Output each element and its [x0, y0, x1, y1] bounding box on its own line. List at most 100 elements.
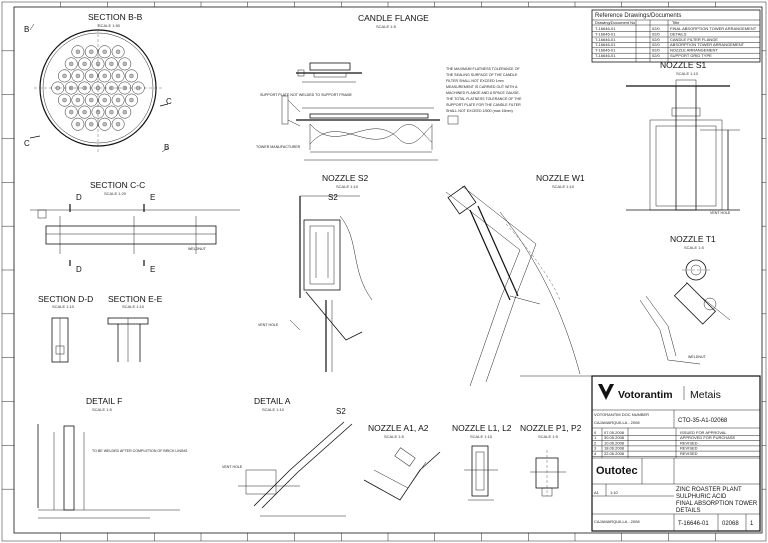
- title-block: Votorantim Metais VOTORANTIM DOC NUMBER …: [591, 375, 761, 532]
- reference-row-rev: 02/0: [652, 48, 661, 53]
- candle-filter: [64, 57, 78, 71]
- reference-row-no: T-16646-01: [595, 37, 616, 42]
- votorantim-logo: Votorantim Metais: [598, 384, 721, 401]
- reference-row-rev: 02/0: [652, 31, 661, 36]
- nozzle-a1a2-scale: SCALE 1:5: [384, 434, 405, 439]
- marker-b-1: B: [24, 25, 29, 34]
- reference-row-title: DETAILS: [670, 31, 687, 36]
- candle-filter: [111, 45, 125, 59]
- section-bb-scale: SCALE 1:50: [98, 23, 121, 28]
- revision-row-date: 30.05.2008: [604, 435, 625, 440]
- reference-row-rev: 02/0: [652, 26, 661, 31]
- detail-a-title: DETAIL A: [254, 396, 291, 406]
- reference-row-rev: 02/0: [652, 37, 661, 42]
- revision-row-desc: ISSUED FOR APPROVAL: [680, 430, 727, 435]
- drawing-scale: 1:10: [610, 490, 619, 495]
- project-line-3: DETAILS: [676, 508, 701, 514]
- marker-b-2: B: [164, 143, 169, 152]
- welded-under-label: TO BE WELDED AFTER COMPLETION OF BRICK L…: [92, 449, 188, 453]
- nozzle-p1p2-title: NOZZLE P1, P2: [520, 423, 582, 433]
- candle-filter: [71, 93, 85, 107]
- flatness-line-5: THE TOTAL FLATNESS TOLERANCE OF THE: [446, 97, 522, 101]
- view-nozzle-w1: NOZZLE W1 SCALE 1:10: [445, 173, 600, 387]
- candle-filter: [98, 93, 112, 107]
- revision-row-date: 07.05.2008: [604, 430, 625, 435]
- company-name: Votorantim: [618, 389, 673, 401]
- weldnut-t1-label: WELDNUT: [688, 355, 707, 359]
- support-plate-label: SUPPORT PLATE NOT WELDED TO SUPPORT FRAM…: [260, 93, 353, 97]
- reference-table: Reference Drawings/Documents Drawing/Doc…: [591, 9, 761, 63]
- drawing-number: T-16646-01: [678, 521, 709, 527]
- revision-row-rev: 3: [594, 446, 597, 451]
- marker-c-2: C: [166, 97, 172, 106]
- project-line-1: SULPHURIC ACID: [676, 494, 727, 500]
- candle-filter: [98, 117, 112, 131]
- view-nozzle-l1l2: NOZZLE L1, L2 SCALE 1:10: [452, 423, 512, 501]
- revision-row-desc: REVISED: [680, 451, 698, 456]
- marker-e-2: E: [150, 265, 155, 274]
- candle-filter: [98, 69, 112, 83]
- view-nozzle-s2: NOZZLE S2 SCALE 1:10 VENT HOLE S2: [258, 173, 373, 372]
- candle-filter: [58, 93, 71, 107]
- revision-row-date: 10.06.2008: [604, 440, 625, 445]
- revision-row-desc: REVISED: [680, 446, 698, 451]
- candle-filter: [71, 69, 85, 83]
- project-line-0: ZINC ROASTER PLANT: [676, 487, 742, 493]
- nozzle-s2-title: NOZZLE S2: [322, 173, 369, 183]
- contractor-name: Outotec: [596, 465, 638, 477]
- company-division: Metais: [690, 389, 721, 401]
- flatness-line-4: MACHINED FLANGE AND A SPACE GAUGE.: [446, 91, 520, 95]
- view-section-dd: SECTION D-D SCALE 1:10: [38, 294, 93, 363]
- reference-row-title: CANDLE FILTER FLANGE: [670, 37, 718, 42]
- candle-filter: [111, 69, 125, 83]
- revision-row-rev: 2: [594, 440, 597, 445]
- view-nozzle-a1a2: NOZZLE A1, A2 SCALE 1:5: [363, 423, 441, 501]
- site-name-footer: CAJAMARQUILLA - 2008: [594, 519, 640, 524]
- reference-row-no: T-16646-01: [595, 31, 616, 36]
- detail-f-scale: SCALE 1:5: [92, 407, 113, 412]
- candle-filter: [78, 105, 92, 119]
- reference-col-title: Title: [672, 20, 680, 25]
- revision-row-rev: 0: [594, 430, 597, 435]
- marker-s2-callout: S2: [328, 193, 338, 202]
- marker-c-1: C: [24, 139, 30, 148]
- flatness-line-7: SHALL NOT EXCEED 1/500 (max 15mm).: [446, 109, 514, 113]
- reference-row-no: T-16646-01: [595, 53, 616, 58]
- candle-flange-title: CANDLE FLANGE: [358, 13, 429, 23]
- view-section-bb: SECTION B-B SCALE 1:50 B B C C: [24, 12, 172, 153]
- outotec-logo: Outotec: [596, 465, 638, 477]
- view-section-cc: SECTION C-C SCALE 1:20 D E D E WELDNUT: [30, 180, 240, 274]
- flatness-line-0: THE MAXIMUM FLATNESS TOLERANCE OF: [446, 67, 520, 71]
- nozzle-s1-title: NOZZLE S1: [660, 60, 707, 70]
- reference-row-no: T-16646-01: [595, 26, 616, 31]
- candle-filter: [104, 57, 118, 71]
- revision-row-rev: 4: [594, 451, 597, 456]
- nozzle-l1l2-title: NOZZLE L1, L2: [452, 423, 512, 433]
- sheet-number: 02068: [722, 521, 739, 527]
- nozzle-s2-scale: SCALE 1:10: [336, 184, 359, 189]
- section-bb-title: SECTION B-B: [88, 12, 143, 22]
- reference-row-title: ABSORPTION TOWER ARRANGEMENT: [670, 42, 745, 47]
- reference-row-no: T-16646-01: [595, 48, 616, 53]
- candle-filter: [84, 45, 98, 59]
- sheet-size: A1: [594, 490, 600, 495]
- nozzle-p1p2-scale: SCALE 1:5: [538, 434, 559, 439]
- nozzle-a1a2-title: NOZZLE A1, A2: [368, 423, 429, 433]
- view-detail-f: DETAIL F SCALE 1:5 TO BE WELDED AFTER CO…: [37, 396, 188, 519]
- section-cc-title: SECTION C-C: [90, 180, 145, 190]
- section-cc-scale: SCALE 1:20: [104, 191, 127, 196]
- reference-row-title: FINAL ABSORPTION TOWER ARRANGEMENT: [670, 26, 757, 31]
- nozzle-l1l2-scale: SCALE 1:10: [470, 434, 493, 439]
- flatness-line-1: THE SEALING SURFACE OF THE CANDLE: [446, 73, 518, 77]
- tower-mfr-label: TOWER MANUFACTURER: [256, 145, 301, 149]
- nozzle-t1-scale: SCALE 1:5: [684, 245, 705, 250]
- revision-row-rev: 1: [594, 435, 597, 440]
- candle-filter: [71, 117, 85, 131]
- vent-hole-a-label: VENT HOLE: [222, 465, 243, 469]
- candle-filter: [64, 105, 78, 119]
- candle-flange-scale: SCALE 1:5: [376, 24, 397, 29]
- reference-row-no: T-16646-01: [595, 42, 616, 47]
- candle-filter: [104, 105, 118, 119]
- revision-table: 0 07.05.2008 ISSUED FOR APPROVAL 1 30.05.200…: [592, 428, 760, 458]
